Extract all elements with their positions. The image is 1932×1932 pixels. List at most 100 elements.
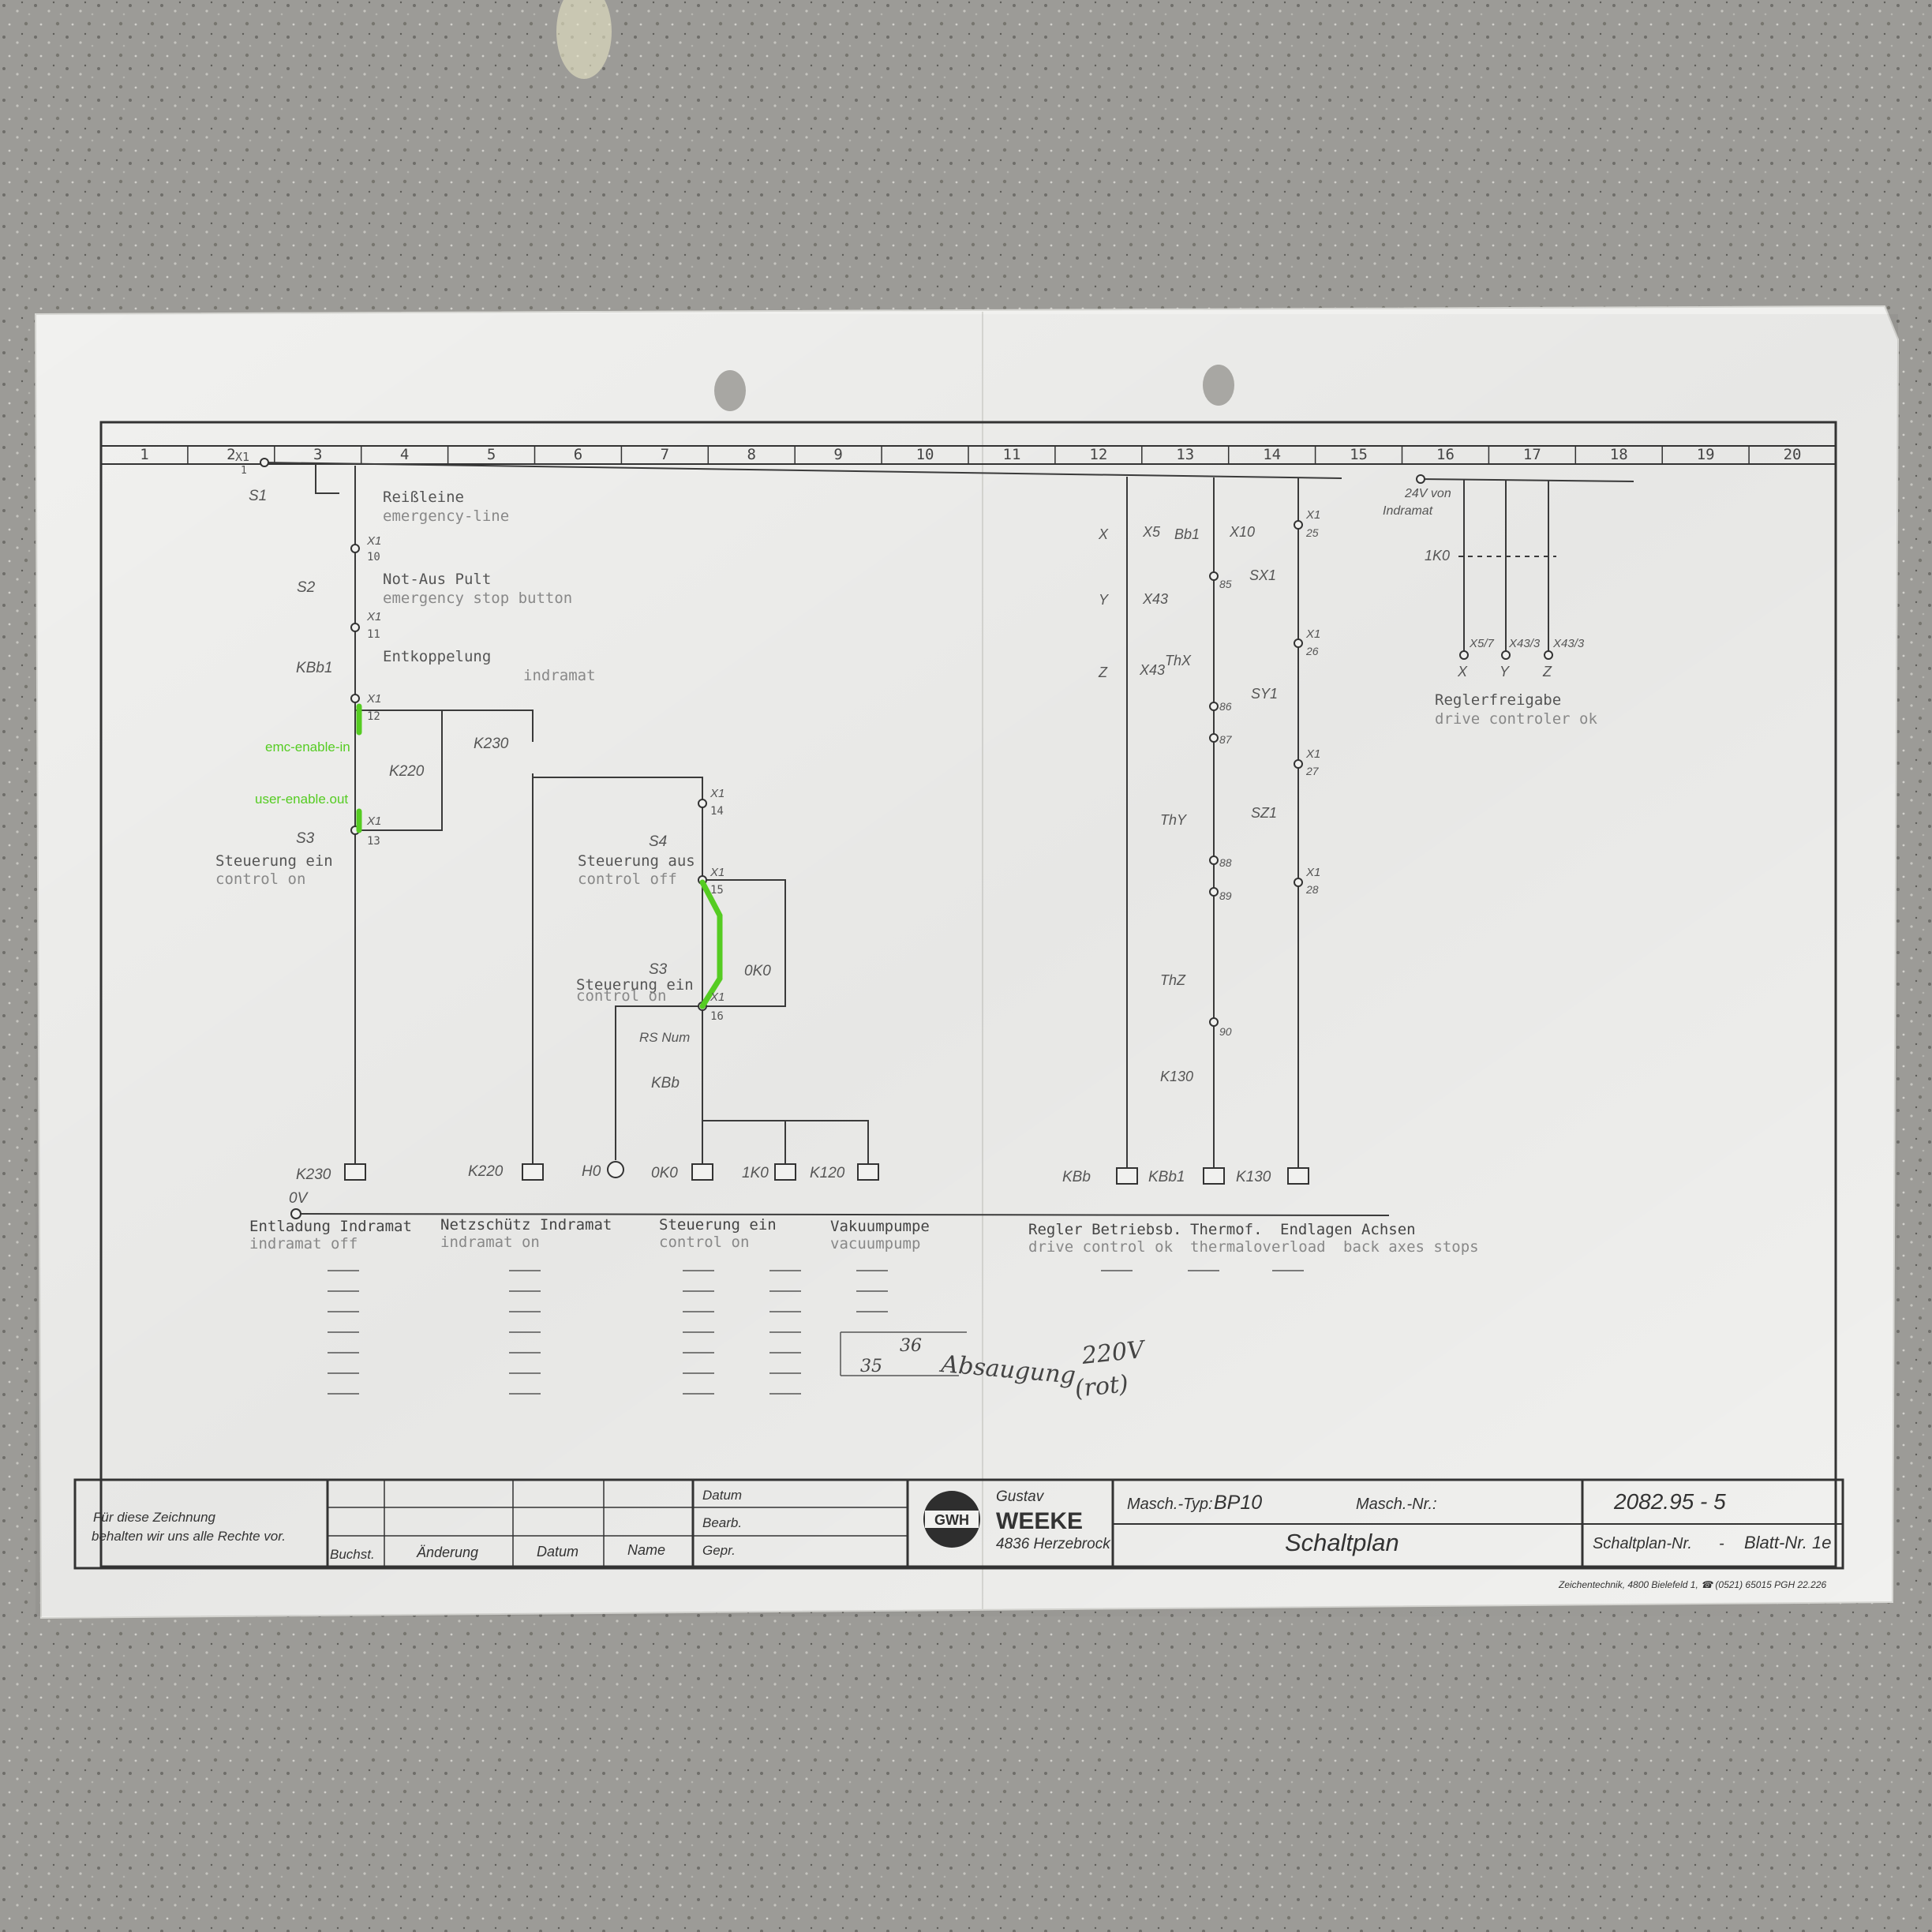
column-number: 12 xyxy=(1089,446,1107,463)
k220-label: K220 xyxy=(389,763,425,780)
svg-text:X: X xyxy=(1457,664,1468,680)
s1-label: S1 xyxy=(249,488,267,504)
func-label-5-en: drive control ok xyxy=(1028,1238,1174,1256)
coil-k130-label: K130 xyxy=(1236,1169,1271,1185)
zero-volt-label: 0V xyxy=(289,1190,309,1207)
k130-contact-label: K130 xyxy=(1160,1069,1193,1084)
svg-text:X1: X1 xyxy=(1305,508,1320,522)
steuerung-aus-label: Steuerung aus xyxy=(578,852,695,870)
annotation-overlay xyxy=(356,703,723,1009)
control-on-middle-label: control on xyxy=(576,987,666,1005)
x1-top-label: X1 xyxy=(235,450,249,464)
svg-text:25: 25 xyxy=(1305,526,1319,539)
coil-k120-label: K120 xyxy=(810,1165,845,1181)
coil-kbb1-label: KBb1 xyxy=(1148,1169,1185,1185)
func-label-6-en: thermaloverload xyxy=(1190,1238,1326,1256)
svg-text:X: X xyxy=(1098,526,1109,542)
punch-hole-right xyxy=(1203,365,1234,406)
company-address: 4836 Herzebrock xyxy=(996,1536,1111,1552)
svg-text:X1: X1 xyxy=(1305,866,1320,879)
svg-text:15: 15 xyxy=(710,884,724,897)
svg-text:90: 90 xyxy=(1219,1025,1232,1038)
svg-text:X1: X1 xyxy=(710,787,724,800)
svg-text:28: 28 xyxy=(1305,883,1319,896)
func-label-7: Endlagen Achsen xyxy=(1280,1221,1416,1238)
column-number: 10 xyxy=(916,446,934,463)
drive-ok-label: drive controler ok xyxy=(1435,710,1597,728)
func-label-1-en: indramat off xyxy=(249,1235,358,1252)
svg-text:X1: X1 xyxy=(366,692,381,706)
indramat-supply-label: Indramat xyxy=(1383,504,1433,518)
svg-text:GWH: GWH xyxy=(934,1512,969,1528)
svg-text:Bb1: Bb1 xyxy=(1174,526,1200,542)
func-label-3-en: control on xyxy=(659,1234,749,1251)
func-label-1: Entladung Indramat xyxy=(249,1218,412,1235)
emc-enable-in-annotation: emc-enable-in xyxy=(265,739,350,754)
sy1-label: SY1 xyxy=(1251,686,1278,702)
handwritten-rot: (rot) xyxy=(1073,1370,1129,1403)
h0-label: H0 xyxy=(582,1163,601,1180)
func-label-6: Thermof. xyxy=(1190,1221,1263,1238)
sx1-label: SX1 xyxy=(1249,567,1276,583)
svg-text:Name: Name xyxy=(627,1542,665,1558)
kbb1-label: KBb1 xyxy=(296,660,332,676)
func-label-2-en: indramat on xyxy=(440,1234,540,1251)
column-number: 2 xyxy=(227,446,235,463)
svg-text:X5: X5 xyxy=(1142,524,1161,540)
svg-text:88: 88 xyxy=(1219,856,1232,869)
svg-text:X1: X1 xyxy=(710,866,724,879)
thz-label: ThZ xyxy=(1160,972,1186,988)
svg-text:86: 86 xyxy=(1219,700,1232,713)
control-off-label: control off xyxy=(578,871,677,888)
coil-1k0-label: 1K0 xyxy=(742,1165,769,1181)
svg-text:X1: X1 xyxy=(710,990,724,1004)
svg-text:Masch.-Nr.:: Masch.-Nr.: xyxy=(1356,1496,1437,1513)
kbb-contact-label: KBb xyxy=(651,1075,680,1091)
func-label-5: Regler Betriebsb. xyxy=(1028,1221,1181,1238)
1k0-contact-label: 1K0 xyxy=(1425,548,1450,564)
svg-text:X1: X1 xyxy=(366,610,381,623)
column-number: 3 xyxy=(313,446,322,463)
column-number: 17 xyxy=(1523,446,1541,463)
svg-text:89: 89 xyxy=(1219,889,1232,902)
company-name-1: Gustav xyxy=(996,1488,1045,1505)
svg-text:14: 14 xyxy=(710,805,724,818)
coil-k220-label: K220 xyxy=(468,1163,504,1180)
svg-text:85: 85 xyxy=(1219,578,1232,590)
rs-num-label: RS Num xyxy=(639,1030,690,1045)
column-number: 5 xyxy=(487,446,496,463)
relay-coils xyxy=(344,1161,1309,1185)
k230-label: K230 xyxy=(474,736,509,752)
coil-kbb-label: KBb xyxy=(1062,1169,1091,1185)
svg-text:Z: Z xyxy=(1098,665,1108,680)
svg-text:Z: Z xyxy=(1542,664,1552,680)
column-number: 19 xyxy=(1697,446,1715,463)
svg-text:13: 13 xyxy=(367,835,380,848)
coil-k230-label: K230 xyxy=(296,1166,331,1183)
document-title: Schaltplan xyxy=(1285,1529,1399,1556)
func-label-4: Vakuumpumpe xyxy=(830,1218,930,1235)
sz1-label: SZ1 xyxy=(1251,805,1277,821)
printer-imprint: Zeichentechnik, 4800 Bielefeld 1, ☎ (052… xyxy=(1558,1579,1826,1590)
svg-text:11: 11 xyxy=(367,628,380,641)
svg-text:27: 27 xyxy=(1305,765,1320,777)
column-number: 1 xyxy=(140,446,148,463)
svg-text:Masch.-Typ:: Masch.-Typ: xyxy=(1127,1496,1213,1513)
entkoppelung-label: Entkoppelung xyxy=(383,648,491,665)
svg-text:Gepr.: Gepr. xyxy=(702,1543,736,1558)
column-number: 14 xyxy=(1263,446,1281,463)
steuerung-ein-label: Steuerung ein xyxy=(215,852,333,870)
rights-notice-2: behalten wir uns alle Rechte vor. xyxy=(92,1529,286,1544)
svg-text:-: - xyxy=(1719,1535,1724,1552)
24v-label: 24V von xyxy=(1404,487,1451,500)
emergency-line-label: emergency-line xyxy=(383,507,509,525)
svg-text:Y: Y xyxy=(1099,592,1110,608)
svg-text:Y: Y xyxy=(1500,664,1511,680)
control-on-label: control on xyxy=(215,871,305,888)
svg-text:X43/3: X43/3 xyxy=(1508,637,1541,650)
svg-text:Bearb.: Bearb. xyxy=(702,1515,742,1530)
reissleine-label: Reißleine xyxy=(383,489,464,506)
func-label-3: Steuerung ein xyxy=(659,1216,777,1234)
thy-label: ThY xyxy=(1160,812,1188,828)
